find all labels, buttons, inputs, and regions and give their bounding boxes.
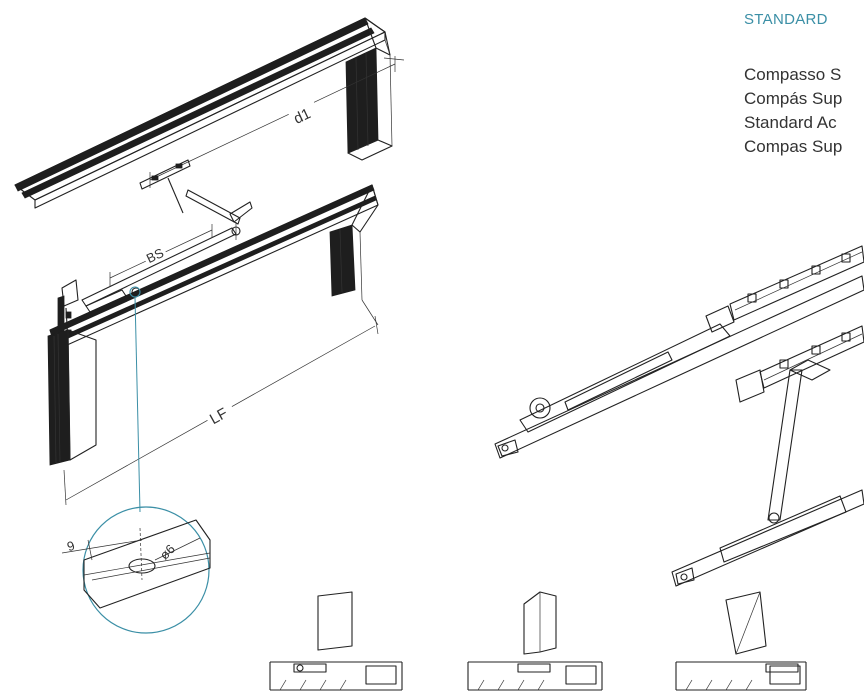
bs-label: BS (144, 245, 166, 266)
bs-dimension: BS (109, 224, 213, 286)
stay-hinge-open (671, 325, 864, 587)
opening-diagram-2 (467, 591, 603, 691)
stay-hinge-closed (494, 245, 864, 459)
opening-diagram-1 (269, 591, 403, 691)
product-name-es: Compás Sup (744, 89, 843, 108)
product-name-fr: Compas Sup (744, 137, 843, 156)
lf-label: LF (207, 405, 231, 428)
upper-frame-profile (14, 17, 405, 209)
product-names: Compasso S Compás Sup Standard Ac Compas… (744, 63, 842, 159)
d1-dimension: d1 (149, 56, 396, 188)
offset-label: 9 (65, 538, 77, 555)
product-name-en: Standard Ac (744, 113, 837, 132)
lf-dimension: LF (63, 315, 379, 506)
hole-detail: 9 ø6 (61, 286, 211, 634)
opening-diagram-3 (675, 591, 807, 691)
section-title: STANDARD (744, 11, 828, 28)
product-name-it: Compasso S (744, 65, 842, 84)
d1-label: d1 (291, 105, 313, 127)
lower-frame-profile (47, 184, 379, 466)
